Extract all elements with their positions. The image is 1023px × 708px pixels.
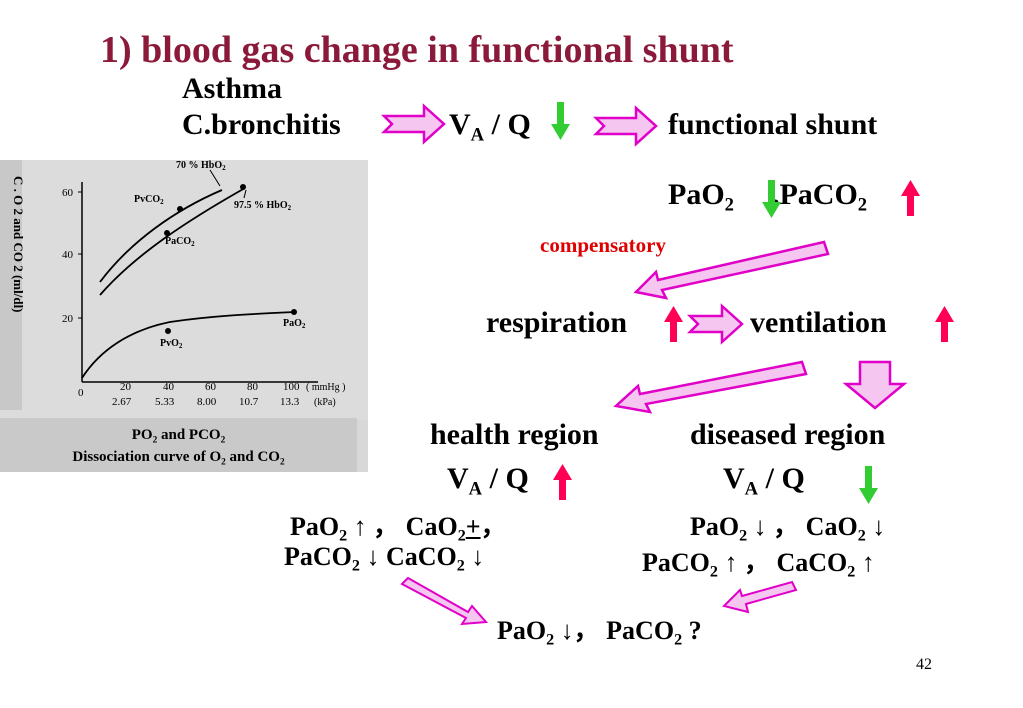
label-pao2: PaO2 <box>283 318 306 330</box>
graph-svg: C . O 2 and CO 2 (ml/dl) 60 40 20 0 20 4… <box>0 160 368 420</box>
hbo2-point <box>240 184 246 190</box>
x-tick-60: 60 <box>205 381 217 393</box>
health-region-label: health region <box>430 418 599 451</box>
co2-curve-70 <box>99 189 223 283</box>
va-q-main: VA / Q <box>449 108 531 146</box>
label-pvco2: PvCO2 <box>134 194 164 206</box>
diseased-line-2: PaCO2 ↑ ， CaCO2 ↑ <box>642 548 875 581</box>
up-arrow-icon <box>553 464 572 500</box>
block-arrow-respiration-to-ventilation <box>686 303 744 345</box>
caption-line-2: Dissociation curve of O2 and CO2 <box>72 449 285 468</box>
x-unit-mmhg: ( mmHg ) <box>306 382 345 393</box>
down-arrow-icon <box>762 180 781 218</box>
respiration-label: respiration <box>486 306 628 339</box>
result-line: PaO2 ↓， PaCO2 ? <box>497 616 702 649</box>
x-tick-80: 80 <box>247 381 259 393</box>
cause-asthma: Asthma <box>182 72 283 105</box>
x-kpa-tick: 10.7 <box>239 396 259 408</box>
x-tick-0: 0 <box>78 387 84 399</box>
compensatory-label: compensatory <box>540 233 666 257</box>
graph-background <box>0 160 368 420</box>
diag-arrow-health-region <box>613 360 808 414</box>
x-tick-40: 40 <box>163 381 175 393</box>
cause-c-bronchitis: C.bronchitis <box>182 108 341 141</box>
caption-line-1: PO2 and PCO2 <box>131 427 226 446</box>
block-arrow-down-diseased <box>842 360 908 410</box>
slide-title: 1) blood gas change in functional shunt <box>100 29 734 71</box>
diag-arrow-health-to-result <box>400 576 489 626</box>
label-70-hbo2: 70 % HbO2 <box>176 160 226 172</box>
y-axis-band <box>0 160 22 410</box>
y-tick-60: 60 <box>62 187 74 199</box>
label-975-pointer <box>243 189 247 199</box>
pao2-paco2: PaO2,PaCO2 <box>668 178 868 216</box>
y-axis-label: C . O 2 and CO 2 (ml/dl) <box>11 176 26 313</box>
down-arrow-icon <box>859 466 878 504</box>
down-arrow-icon <box>551 102 570 140</box>
diag-arrow-diseased-to-result <box>722 580 798 614</box>
health-line-2: PaCO2 ↓ CaCO2 ↓ <box>284 542 485 575</box>
health-line-1: PaO2 ↑ ， CaO2+， <box>290 512 507 545</box>
x-kpa-tick: 8.00 <box>197 396 217 408</box>
y-tick-40: 40 <box>62 249 74 261</box>
label-975-hbo2: 97.5 % HbO2 <box>234 200 292 212</box>
up-arrow-icon <box>664 306 683 342</box>
pvco2-point <box>177 206 183 212</box>
graph-caption: PO2 and PCO2 Dissociation curve of O2 an… <box>0 418 357 472</box>
functional-shunt-label: functional shunt <box>668 108 878 141</box>
y-tick-20: 20 <box>62 313 74 325</box>
x-kpa-tick: 5.33 <box>155 396 175 408</box>
health-va-q: VA / Q <box>447 462 529 500</box>
ventilation-label: ventilation <box>750 306 887 339</box>
paco2-point <box>164 230 170 236</box>
x-tick-20: 20 <box>120 381 132 393</box>
block-arrow-bronchitis-to-vaq <box>380 103 446 145</box>
co2-curve-975 <box>99 187 246 296</box>
label-70-pointer <box>209 169 221 187</box>
o2-curve <box>81 311 296 379</box>
dissociation-curve-graph: C . O 2 and CO 2 (ml/dl) 60 40 20 0 20 4… <box>0 160 368 472</box>
label-paco2: PaCO2 <box>165 236 195 248</box>
diseased-line-1: PaO2 ↓ ， CaO2 ↓ <box>690 512 886 545</box>
diseased-va-q: VA / Q <box>723 462 805 500</box>
x-tick-100: 100 <box>283 381 300 393</box>
pvo2-point <box>165 328 171 334</box>
pao2-point <box>291 309 297 315</box>
up-arrow-icon <box>935 306 954 342</box>
diag-arrow-compensatory <box>633 240 830 300</box>
x-kpa-tick: 13.3 <box>280 396 300 408</box>
page-number: 42 <box>916 656 932 673</box>
block-arrow-vaq-to-shunt <box>592 105 658 147</box>
label-pvo2: PvO2 <box>160 338 183 350</box>
diseased-region-label: diseased region <box>690 418 886 451</box>
up-arrow-icon <box>901 180 920 216</box>
x-kpa-tick: 2.67 <box>112 396 132 408</box>
x-unit-kpa: (kPa) <box>314 397 336 408</box>
